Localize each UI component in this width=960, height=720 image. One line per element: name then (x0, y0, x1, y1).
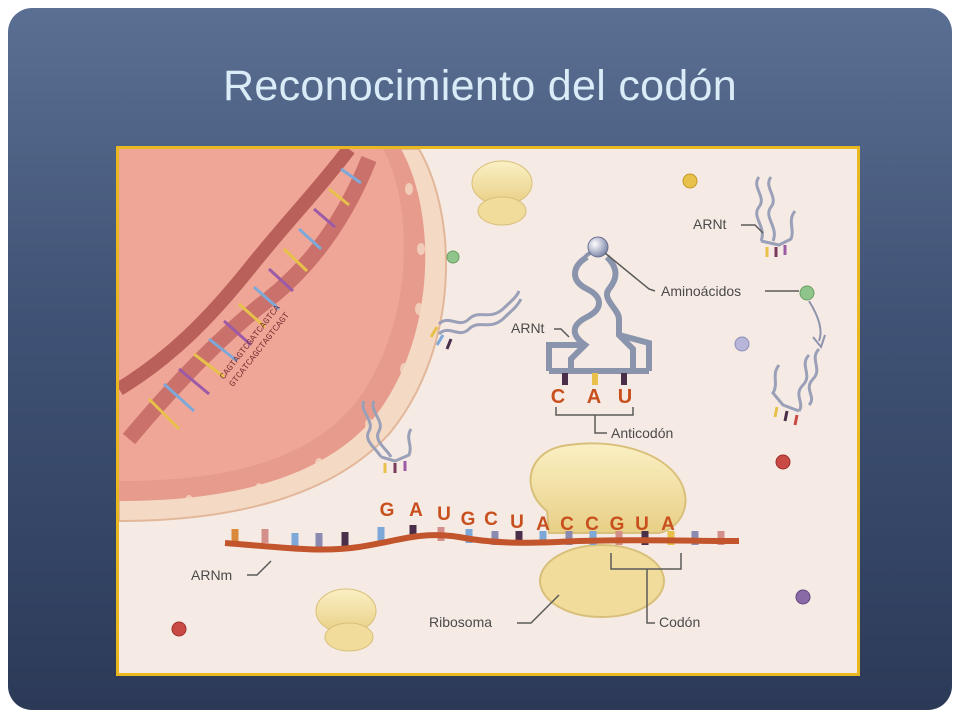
mrna-base: A (536, 514, 550, 535)
trna-central (546, 236, 652, 385)
transfer-arrow (808, 300, 826, 350)
mrna-base: G (380, 500, 395, 521)
label-anticodon: Anticodón (611, 425, 673, 441)
label-aminoacids: Aminoácidos (661, 283, 741, 299)
mrna-base: C (585, 514, 599, 535)
mrna-base: A (661, 514, 675, 535)
nucleus: CAGTAGTCGATCAGTCA GTCATCAGCTAGTCAGT (119, 149, 447, 523)
label-ribosome: Ribosoma (429, 614, 492, 630)
anticodon-bases: C A U (551, 386, 632, 408)
trna-small-left (429, 290, 523, 350)
label-trna-top: ARNt (693, 216, 727, 232)
label-trna-center: ARNt (511, 320, 545, 336)
slide-title: Reconocimiento del codón (223, 62, 737, 110)
codon-recognition-diagram: CAGTAGTCGATCAGTCA GTCATCAGCTAGTCAGT (119, 149, 826, 652)
trna-small-lower (361, 400, 413, 473)
trna-small-top (755, 176, 797, 257)
mrna-base: A (409, 500, 423, 521)
mrna-bases: G A U G C U A C C G U A (380, 500, 676, 535)
free-ribosome-top (471, 160, 533, 226)
label-codon: Codón (659, 614, 700, 630)
mrna-base: C (484, 509, 498, 530)
mrna-base: U (635, 514, 649, 535)
mrna-base: C (560, 514, 574, 535)
codon-bracket (610, 553, 682, 624)
leader-lines (247, 224, 799, 624)
mrna-base: U (510, 512, 524, 533)
label-mrna: ARNm (191, 567, 232, 583)
free-ribosome-bottom (315, 588, 377, 652)
diagram-frame: CAGTAGTCGATCAGTCA GTCATCAGCTAGTCAGT (116, 146, 860, 676)
trna-small-right (771, 347, 821, 426)
amino-acid-spheres (171, 173, 815, 637)
anticodon-base: C (551, 386, 565, 408)
anticodon-bracket (555, 407, 634, 434)
mrna-base: G (610, 514, 625, 535)
mrna-base: G (461, 509, 476, 530)
anticodon-base: U (618, 386, 632, 408)
anticodon-base: A (587, 386, 601, 408)
mrna-base: U (437, 504, 451, 525)
mrna-strand (224, 525, 740, 553)
bound-ribosome (529, 442, 687, 618)
